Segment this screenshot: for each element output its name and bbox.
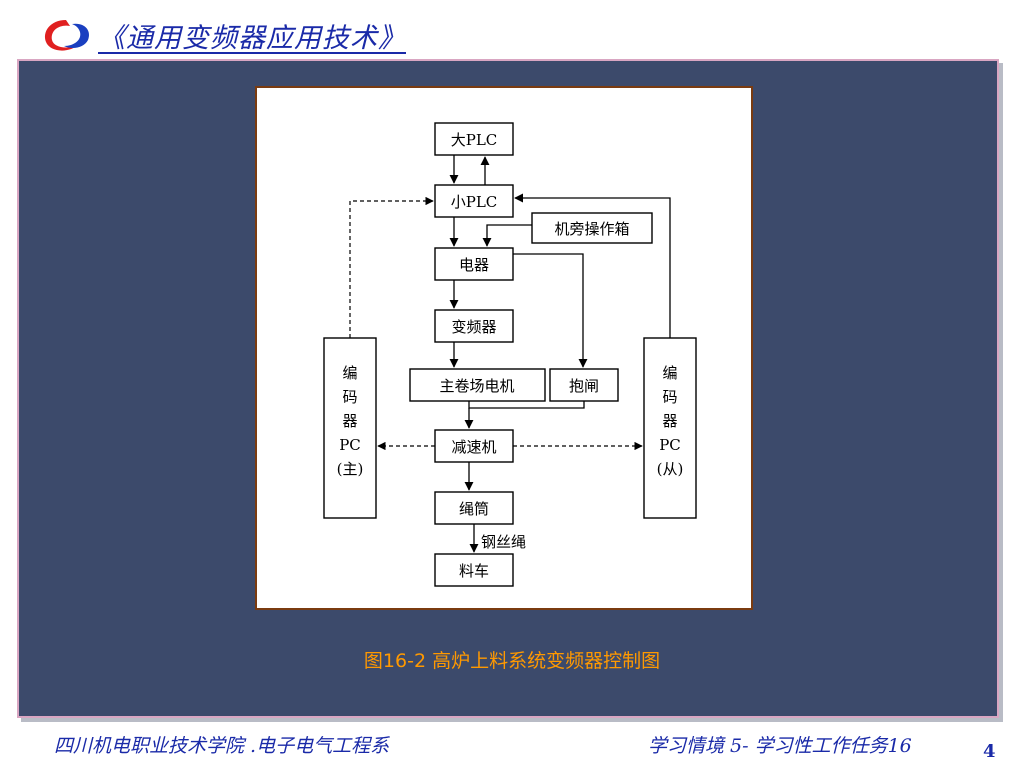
footer-task: 学习情境 5- 学习性工作任务16 (648, 735, 912, 757)
diagram-connectors (349, 155, 671, 553)
encoder-slave-line-2: 码 (662, 388, 677, 406)
page-title: 《通用变频器应用技术》 (98, 23, 406, 54)
reducer-label: 减速机 (451, 438, 496, 456)
encoder-master-line-4: PC (339, 436, 361, 454)
inverter-box (434, 309, 514, 343)
drum-box (434, 491, 514, 525)
main-motor-box (409, 368, 546, 402)
drum-label: 绳筒 (459, 500, 489, 518)
encoder-slave-line-1: 编 (662, 364, 677, 382)
brake-box (549, 368, 619, 402)
skip-car-box (434, 553, 514, 587)
encoder-master-line-3: 器 (342, 412, 357, 430)
footer-institution: 四川机电职业技术学院 .电子电气工程系 (54, 735, 390, 757)
encoder-slave-box (643, 337, 697, 519)
skip-car-label: 料车 (459, 562, 489, 580)
big-plc-label: 大PLC (451, 131, 498, 149)
small-plc-label: 小PLC (451, 193, 498, 211)
encoder-master-box (323, 337, 377, 519)
figure-caption: 图16-2 高炉上料系统变频器控制图 (363, 650, 661, 672)
control-diagram: 大PLC 小PLC 机旁操作箱 电器 变频器 主卷场电机 抱闸 减速机 绳筒 料… (255, 86, 753, 610)
encoder-master-line-2: 码 (342, 388, 357, 406)
encoder-master-line-1: 编 (342, 364, 357, 382)
diagram-svg: 大PLC 小PLC 机旁操作箱 电器 变频器 主卷场电机 抱闸 减速机 绳筒 料… (323, 122, 697, 587)
electrical-label: 电器 (459, 256, 489, 274)
encoder-slave-line-3: 器 (662, 412, 677, 430)
side-operation-box (531, 212, 653, 244)
small-plc-box (434, 184, 514, 218)
encoder-slave-line-4: PC (659, 436, 681, 454)
main-motor-label: 主卷场电机 (439, 377, 514, 395)
inverter-label: 变频器 (451, 318, 496, 336)
encoder-slave-line-5: (从) (657, 460, 684, 478)
page-number: 4 (983, 741, 996, 762)
big-plc-box (434, 122, 514, 156)
side-operation-label: 机旁操作箱 (554, 220, 629, 238)
encoder-master-line-5: (主) (337, 460, 364, 478)
electrical-box (434, 247, 514, 281)
logo-icon (44, 20, 90, 51)
brake-label: 抱闸 (569, 377, 599, 395)
wire-rope-label: 钢丝绳 (481, 533, 526, 551)
